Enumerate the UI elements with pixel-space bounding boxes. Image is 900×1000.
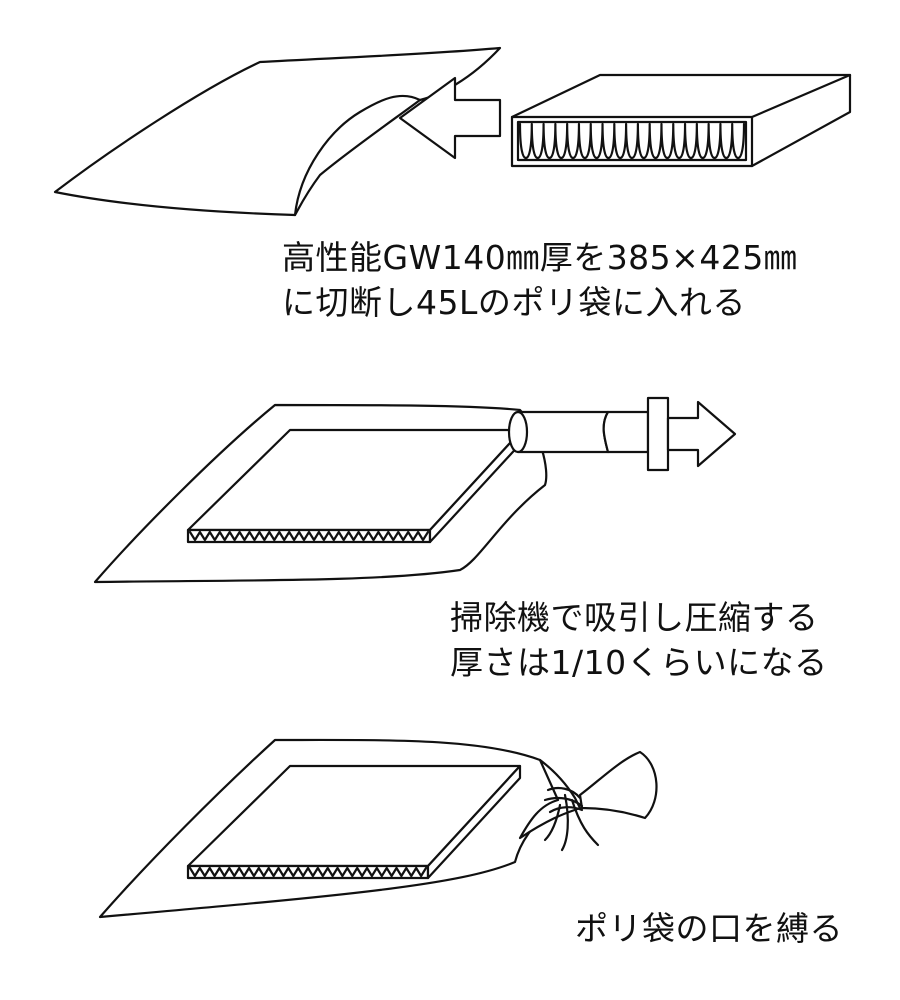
vacuum-nozzle — [602, 410, 650, 454]
nozzle-flange — [646, 396, 670, 472]
step3-caption-line1: ポリ袋の口を縛る — [575, 909, 843, 948]
step1-caption: 高性能GW140㎜厚を385×425㎜ に切断し45Lのポリ袋に入れる — [282, 235, 797, 325]
hose-mouth — [507, 410, 529, 454]
step3-illustration — [98, 738, 658, 919]
step1-caption-line1: 高性能GW140㎜厚を385×425㎜ — [282, 238, 798, 277]
board-edge-pattern — [188, 866, 428, 878]
vacuum-hose — [516, 410, 610, 454]
step2-caption-line1: 掃除機で吸引し圧縮する — [450, 598, 819, 637]
glass-wool-board — [510, 73, 852, 168]
bag-neck — [518, 758, 582, 840]
step1-caption-line2: に切断し45Lのポリ袋に入れる — [282, 283, 746, 322]
step3-caption: ポリ袋の口を縛る — [575, 906, 843, 951]
step2-illustration — [93, 396, 737, 584]
edge-zigzag — [188, 866, 428, 878]
string-tie — [543, 787, 600, 852]
compressed-board-edge-pattern — [188, 530, 430, 542]
step2-caption-line2: 厚さは1/10くらいになる — [450, 643, 828, 682]
edge-zigzag — [188, 530, 430, 542]
suction-arrow — [666, 400, 737, 468]
fiber-loops — [518, 122, 746, 160]
bag-tail-flare — [578, 750, 658, 820]
bag-opening-fold — [293, 94, 422, 217]
insert-arrow — [398, 76, 502, 160]
insulation-fiber-pattern — [518, 122, 746, 160]
board-inner-frame — [516, 120, 748, 162]
step1-illustration — [53, 46, 852, 217]
step2-caption: 掃除機で吸引し圧縮する 厚さは1/10くらいになる — [450, 595, 828, 685]
